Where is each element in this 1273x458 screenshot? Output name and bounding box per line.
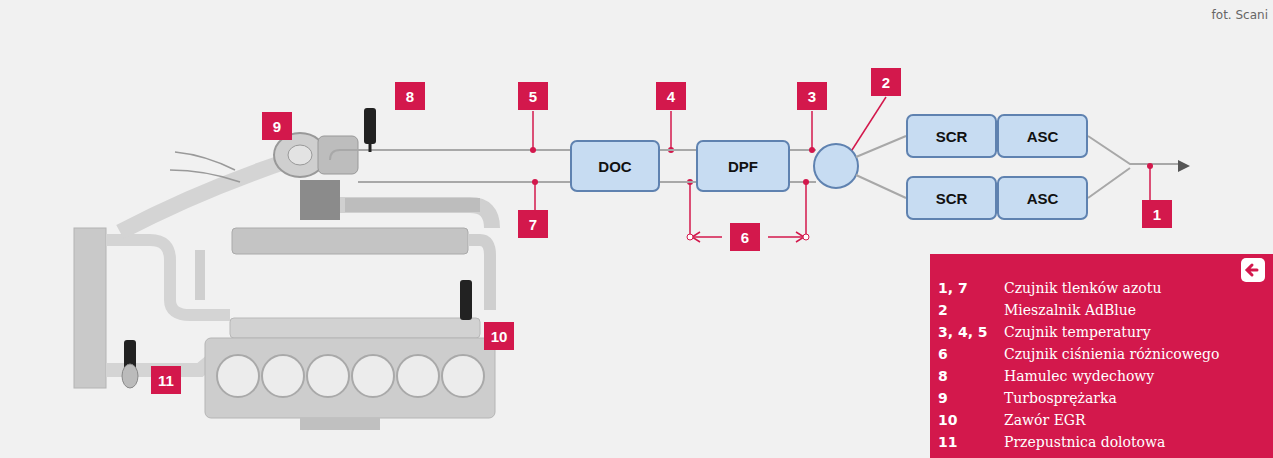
outlet-pipe <box>1088 136 1180 198</box>
callout-number: 10 <box>484 322 514 350</box>
component-box: ASC <box>997 114 1088 158</box>
exhaust-pipe <box>330 150 340 160</box>
legend-text: Turbosprężarka <box>1004 390 1117 406</box>
callout-number: 3 <box>797 82 827 110</box>
component-box: DPF <box>696 140 790 192</box>
cylinders <box>217 355 484 397</box>
box-label: DPF <box>728 158 758 175</box>
component-box: SCR <box>906 114 997 158</box>
legend-text: Zawór EGR <box>1004 412 1086 428</box>
component-box: ASC <box>997 176 1088 220</box>
callout-number: 2 <box>871 68 901 96</box>
oil-pan <box>300 418 380 430</box>
photo-credit: fot. Scani <box>1212 8 1268 22</box>
callout-number: 5 <box>518 82 548 110</box>
legend-text: Mieszalnik AdBlue <box>1004 302 1136 318</box>
adblue-mixer <box>814 144 858 188</box>
callout-number: 6 <box>730 223 760 251</box>
intercooler <box>74 228 106 388</box>
compressor-pipe <box>120 160 290 232</box>
legend-arrow <box>1247 265 1257 275</box>
legend-number: 9 <box>938 390 948 406</box>
callout-number: 1 <box>1142 200 1172 228</box>
legend-panel <box>930 254 1273 458</box>
component-box: SCR <box>906 176 997 220</box>
callout-number: 11 <box>151 366 181 394</box>
legend-icon <box>1241 258 1265 282</box>
egr-valve <box>460 280 472 320</box>
outlet-arrow <box>1178 160 1190 172</box>
legend-number: 6 <box>938 346 948 362</box>
box-label: SCR <box>936 128 968 145</box>
egr-cooler <box>232 228 468 254</box>
callout-number: 7 <box>518 210 548 238</box>
legend-text: Czujnik tlenków azotu <box>1004 280 1161 296</box>
box-label: SCR <box>936 190 968 207</box>
exhaust-brake-stem <box>369 144 372 152</box>
turbine <box>318 136 358 174</box>
split-pipe <box>856 136 906 198</box>
exhaust-brake <box>364 108 376 144</box>
exhaust-pipe <box>340 150 570 182</box>
exhaust-pipe <box>790 150 816 182</box>
box-label: DOC <box>598 158 631 175</box>
legend-number: 8 <box>938 368 948 384</box>
legend-text: Przepustnica dolotowa <box>1004 434 1165 450</box>
leader-lines <box>533 97 1150 242</box>
box-label: ASC <box>1027 128 1059 145</box>
air-inlet-line <box>175 152 235 170</box>
manifold <box>345 198 480 212</box>
throttle-body <box>122 364 138 388</box>
callout-number: 4 <box>656 82 686 110</box>
air-inlet-line <box>170 170 240 182</box>
component-box: DOC <box>570 140 660 192</box>
box-label: ASC <box>1027 190 1059 207</box>
callout-number: 9 <box>262 112 292 140</box>
valve-cover <box>230 318 480 338</box>
pipe-connector <box>660 150 696 182</box>
legend-text: Hamulec wydechowy <box>1004 368 1154 384</box>
egr-pipe <box>195 250 205 300</box>
turbo-inlet <box>288 145 312 165</box>
callout-number: 8 <box>395 82 425 110</box>
legend-text: Czujnik temperatury <box>1004 324 1151 340</box>
turbo-housing <box>300 180 340 220</box>
sensor-points <box>530 147 1153 240</box>
legend-number: 1, 7 <box>938 280 968 296</box>
legend-number: 3, 4, 5 <box>938 324 988 340</box>
legend-text: Czujnik ciśnienia różnicowego <box>1004 346 1219 362</box>
legend-number: 2 <box>938 302 948 318</box>
legend-number: 10 <box>938 412 957 428</box>
air-pipe <box>106 240 230 315</box>
legend-number: 11 <box>938 434 957 450</box>
engine-block <box>205 338 495 418</box>
